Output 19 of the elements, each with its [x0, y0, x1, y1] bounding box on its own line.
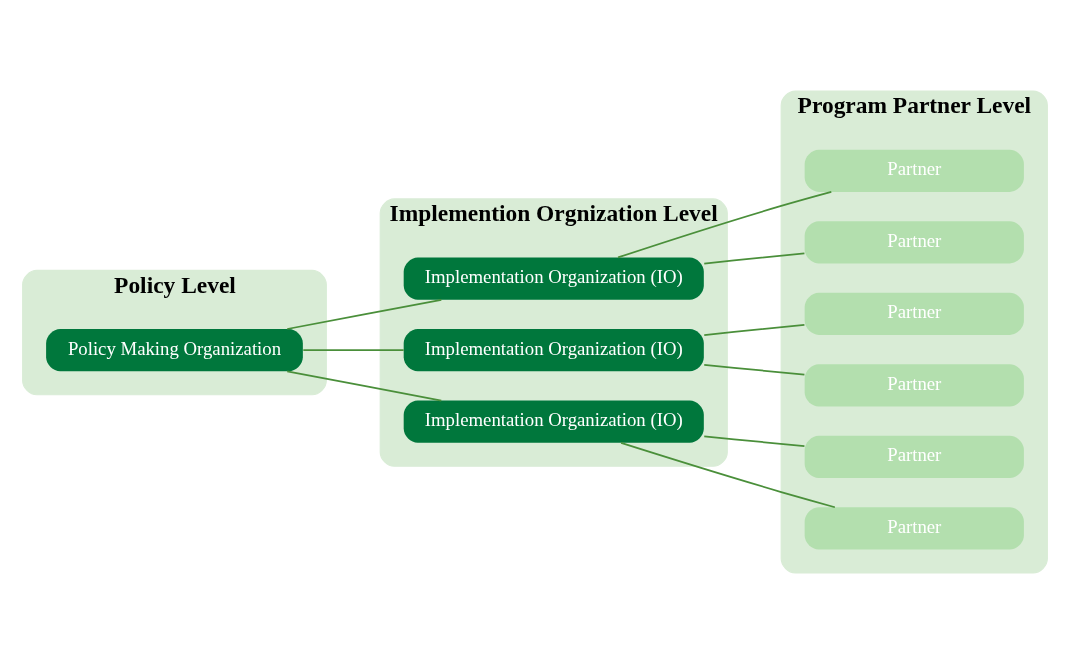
- connector: [620, 441, 836, 508]
- node-box: Partner: [804, 363, 1024, 406]
- connector: [703, 363, 806, 376]
- connector: [617, 190, 833, 258]
- node-box: Partner: [804, 149, 1024, 192]
- node-box: Policy Making Organization: [46, 328, 303, 371]
- node-box: Partner: [804, 220, 1024, 263]
- connector: [703, 251, 806, 264]
- connector: [703, 435, 806, 447]
- node-box: Implementation Organization (IO): [403, 400, 704, 443]
- node-box: Implementation Organization (IO): [403, 257, 704, 300]
- connector: [286, 298, 443, 330]
- connector: [703, 323, 806, 336]
- connector: [286, 369, 443, 401]
- node-box: Partner: [804, 435, 1024, 478]
- connector: [302, 348, 405, 351]
- node-box: Partner: [804, 506, 1024, 549]
- node-box: Implementation Organization (IO): [403, 328, 704, 371]
- node-box: Partner: [804, 292, 1024, 335]
